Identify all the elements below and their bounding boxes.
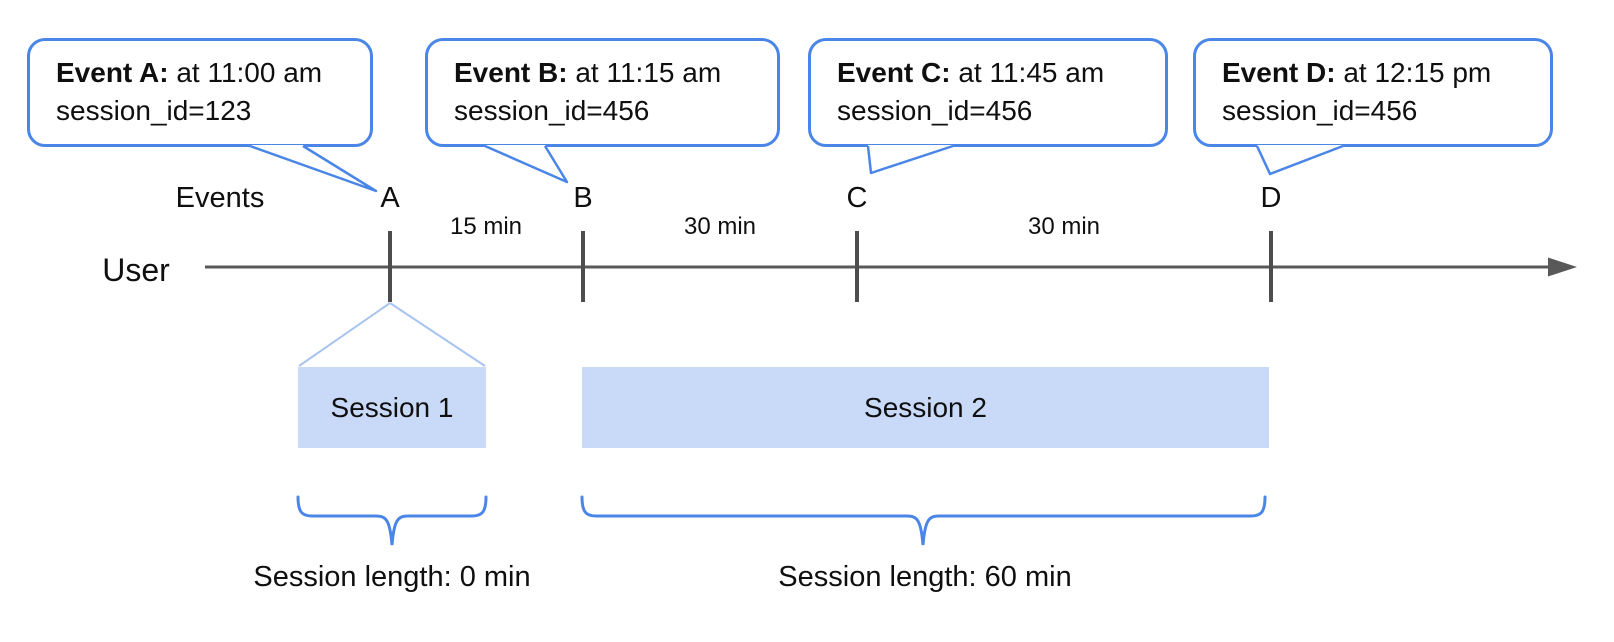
event-a-detail: session_id=123 xyxy=(56,95,252,126)
interval-b-c-label: 30 min xyxy=(683,213,757,240)
event-b-bubble: Event B: at 11:15 am session_id=456 xyxy=(425,38,780,147)
event-a-bubble-tail-outline xyxy=(249,144,378,193)
event-b-detail: session_id=456 xyxy=(454,95,650,126)
event-d-bubble-tail xyxy=(1257,145,1343,174)
event-c-label: Event C: xyxy=(837,57,951,88)
event-letter-a: A xyxy=(380,182,400,214)
event-b-label: Event B: xyxy=(454,57,568,88)
user-axis-label: User xyxy=(102,252,170,288)
event-d-bubble-tail-outline xyxy=(1255,144,1344,176)
session-1-bar-label: Session 1 xyxy=(330,391,454,423)
event-a-line1: Event A: at 11:00 am xyxy=(56,54,360,92)
event-c-bubble: Event C: at 11:45 am session_id=456 xyxy=(808,38,1168,147)
event-c-line1: Event C: at 11:45 am xyxy=(837,54,1155,92)
event-c-bubble-tail-outline xyxy=(866,144,954,175)
session-2-bar-label: Session 2 xyxy=(864,391,987,423)
event-d-bubble: Event D: at 12:15 pm session_id=456 xyxy=(1193,38,1553,147)
session-2-brace xyxy=(580,495,1267,546)
interval-c-d-label: 30 min xyxy=(1027,213,1101,240)
session-1-brace xyxy=(296,495,488,546)
event-b-bubble-tail-outline xyxy=(484,144,569,184)
session-1-bar: Session 1 xyxy=(298,367,486,448)
session-1-funnel-right-line xyxy=(389,302,486,367)
event-letter-c: C xyxy=(846,182,868,214)
event-b-time: at 11:15 am xyxy=(567,57,722,88)
event-d-line1: Event D: at 12:15 pm xyxy=(1222,54,1540,92)
session-1-length-label: Session length: 0 min xyxy=(253,561,531,593)
event-c-time: at 11:45 am xyxy=(950,57,1105,88)
event-d-time: at 12:15 pm xyxy=(1335,57,1492,88)
event-letter-b: B xyxy=(573,182,593,214)
interval-a-b-label: 15 min xyxy=(449,213,523,240)
events-row-label: Events xyxy=(175,182,265,214)
session-2-length-label: Session length: 60 min xyxy=(778,561,1072,593)
event-d-label: Event D: xyxy=(1222,57,1336,88)
event-a-time: at 11:00 am xyxy=(168,57,323,88)
event-d-detail: session_id=456 xyxy=(1222,95,1418,126)
event-letter-d: D xyxy=(1260,182,1282,214)
timeline-arrowhead-icon xyxy=(1548,257,1577,277)
event-c-detail: session_id=456 xyxy=(837,95,1033,126)
event-a-bubble: Event A: at 11:00 am session_id=123 xyxy=(27,38,373,147)
event-a-label: Event A: xyxy=(56,57,169,88)
session-2-bar: Session 2 xyxy=(582,367,1269,448)
session-1-funnel-left-line xyxy=(298,302,391,367)
event-b-line1: Event B: at 11:15 am xyxy=(454,54,767,92)
